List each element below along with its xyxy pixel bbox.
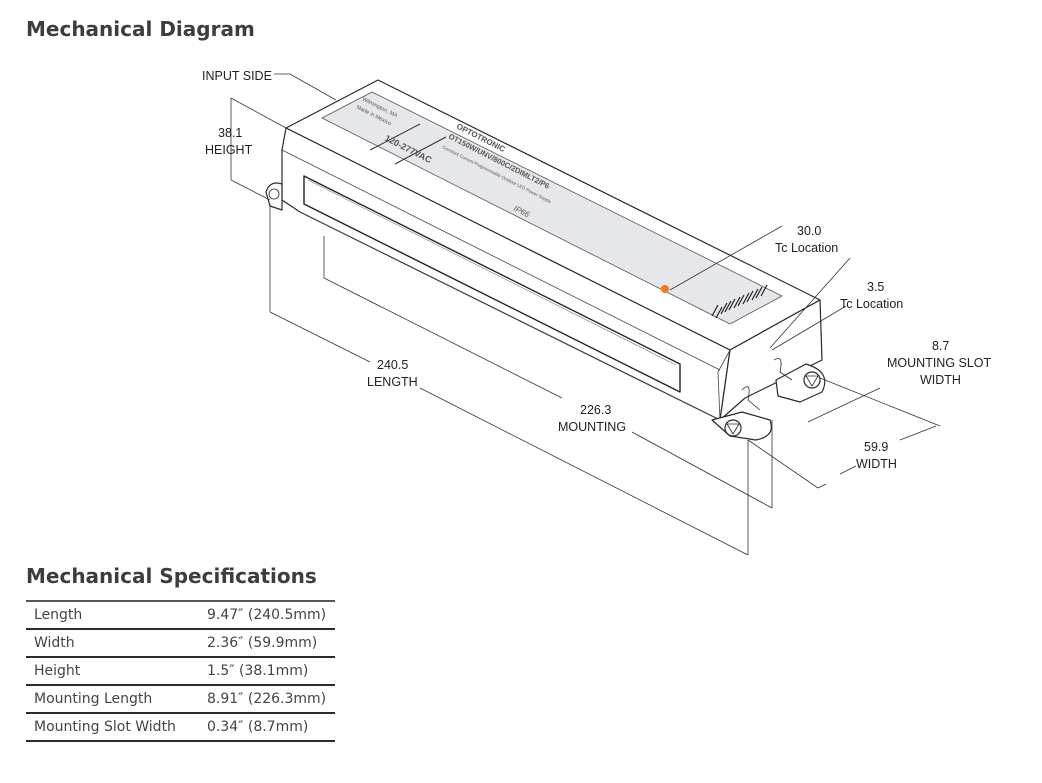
spec-value: 8.91″ (226.3mm) bbox=[199, 685, 335, 714]
tc2-value: 3.5 bbox=[867, 280, 884, 294]
length-label: LENGTH bbox=[367, 375, 418, 389]
diagram-heading: Mechanical Diagram bbox=[26, 17, 255, 41]
mounting-dim-line bbox=[323, 277, 563, 399]
table-row: Width 2.36″ (59.9mm) bbox=[26, 629, 335, 658]
length-value: 240.5 bbox=[377, 358, 408, 372]
tc-location-marker bbox=[661, 285, 669, 293]
spec-value: 1.5″ (38.1mm) bbox=[199, 657, 335, 686]
mounting-label: MOUNTING bbox=[558, 420, 626, 434]
tc1-label: Tc Location bbox=[775, 241, 838, 255]
slot-dim-line bbox=[807, 387, 881, 423]
side-window bbox=[303, 175, 681, 393]
spec-value: 9.47″ (240.5mm) bbox=[199, 600, 335, 630]
slot-label-line1: MOUNTING SLOT bbox=[887, 356, 992, 370]
spec-value: 0.34″ (8.7mm) bbox=[199, 713, 335, 742]
spec-label: Length bbox=[26, 600, 199, 630]
table-row: Mounting Slot Width 0.34″ (8.7mm) bbox=[26, 713, 335, 742]
height-value: 38.1 bbox=[218, 126, 242, 140]
tc2-dim-line bbox=[769, 257, 851, 349]
width-value: 59.9 bbox=[864, 440, 888, 454]
width-dim-line bbox=[747, 439, 819, 489]
spec-label: Mounting Slot Width bbox=[26, 713, 199, 742]
mechanical-specs-table: Length 9.47″ (240.5mm) Width 2.36″ (59.9… bbox=[26, 600, 335, 742]
mounting-tab-input-side bbox=[265, 182, 283, 211]
mounting-screw-left bbox=[724, 419, 742, 437]
device-label-panel bbox=[321, 91, 783, 325]
slot-value: 8.7 bbox=[932, 339, 949, 353]
input-side-leader bbox=[274, 73, 337, 101]
spec-value: 2.36″ (59.9mm) bbox=[199, 629, 335, 658]
table-row: Mounting Length 8.91″ (226.3mm) bbox=[26, 685, 335, 714]
table-row: Length 9.47″ (240.5mm) bbox=[26, 600, 335, 630]
length-dim-line bbox=[269, 311, 371, 363]
height-label: HEIGHT bbox=[205, 143, 253, 157]
mechanical-diagram: Wilmington, MA Made in Mexico 120-277VAC… bbox=[202, 69, 992, 556]
spec-label: Mounting Length bbox=[26, 685, 199, 714]
tc1-value: 30.0 bbox=[797, 224, 821, 238]
mounting-screw-right bbox=[803, 371, 821, 389]
specs-heading: Mechanical Specifications bbox=[26, 564, 317, 588]
barcode bbox=[711, 284, 768, 319]
input-side-label: INPUT SIDE bbox=[202, 69, 272, 83]
table-row: Height 1.5″ (38.1mm) bbox=[26, 657, 335, 686]
tc1-dim-line bbox=[669, 225, 783, 291]
width-label: WIDTH bbox=[856, 457, 897, 471]
spec-label: Height bbox=[26, 657, 199, 686]
mounting-value: 226.3 bbox=[580, 403, 611, 417]
spec-label: Width bbox=[26, 629, 199, 658]
tc2-label: Tc Location bbox=[840, 297, 903, 311]
mounting-tab-right bbox=[775, 363, 826, 403]
slot-label-line2: WIDTH bbox=[920, 373, 961, 387]
